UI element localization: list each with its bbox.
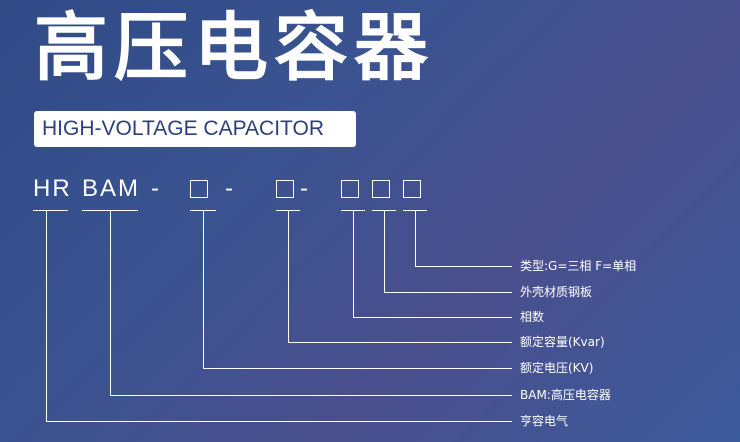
- label-type: 类型:G=三相 F=单相: [520, 259, 637, 273]
- code-dash-1: -: [151, 175, 161, 202]
- code-bam: BAM: [82, 175, 141, 202]
- label-rated-voltage: 额定电压(KV): [520, 361, 594, 375]
- label-shell-material: 外壳材质钢板: [520, 285, 593, 299]
- label-phase-count: 相数: [520, 310, 545, 324]
- leader-hr: [46, 210, 512, 422]
- subtitle: HIGH-VOLTAGE CAPACITOR: [42, 117, 324, 140]
- page-title: 高压电容器: [34, 5, 434, 91]
- label-rated-capacity: 额定容量(Kvar): [520, 335, 605, 349]
- code-box-shell: [372, 180, 390, 198]
- code-box-capacity: [276, 180, 294, 198]
- subtitle-box: HIGH-VOLTAGE CAPACITOR: [34, 111, 356, 147]
- leader-capacity: [288, 210, 512, 343]
- code-dash-3: -: [300, 175, 310, 202]
- label-bam: BAM:高压电容器: [520, 388, 611, 402]
- code-box-voltage: [190, 180, 208, 198]
- code-box-type: [403, 180, 421, 198]
- code-dash-2: -: [225, 175, 235, 202]
- leader-shell: [384, 210, 512, 293]
- code-hr: HR: [33, 175, 72, 202]
- code-box-phase: [341, 180, 359, 198]
- leader-voltage: [203, 210, 512, 369]
- leader-phase: [353, 210, 512, 318]
- leader-type: [415, 210, 512, 267]
- leader-bam: [110, 210, 512, 396]
- label-brand: 亨容电气: [520, 414, 569, 428]
